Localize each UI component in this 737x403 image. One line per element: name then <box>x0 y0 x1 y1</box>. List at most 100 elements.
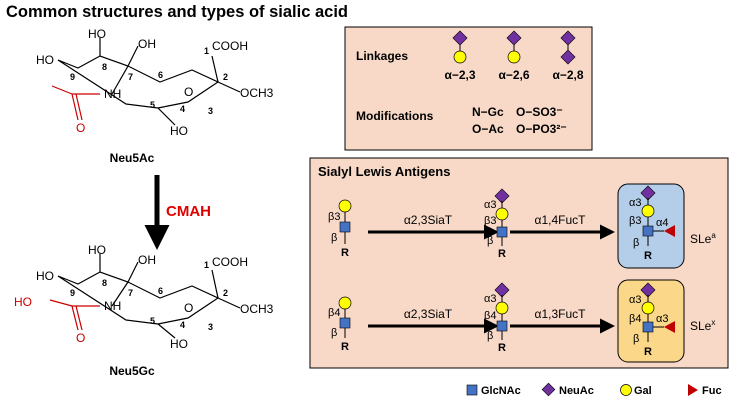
atom-number-5: 5 <box>150 100 155 110</box>
ring-o-label-gc: O <box>184 301 193 315</box>
nh-label: NH <box>104 87 121 101</box>
neuac-diamond-icon <box>494 188 510 204</box>
glcnac-square-icon <box>496 226 508 238</box>
legend-neuac: NeuAc <box>559 385 594 397</box>
linkages-panel <box>344 26 593 151</box>
neu5ac-structure <box>51 38 241 126</box>
mod-o-so3: O−SO3⁻ <box>516 105 563 119</box>
mod-o-ac: O−Ac <box>472 122 504 136</box>
page-title: Common structures and types of sialic ac… <box>6 3 349 21</box>
row1-enzyme-1: α2,3SiaT <box>404 213 453 227</box>
modifications-label: Modifications <box>356 109 434 123</box>
atom-number-6: 6 <box>158 70 163 80</box>
sle-a-label: SLea <box>690 231 716 246</box>
ho-8-label: HO <box>88 27 106 41</box>
row1-end-beta: β <box>633 237 639 249</box>
linkage-glycan-1 <box>452 30 468 64</box>
row2-end-alpha3-fuc: α3 <box>656 313 668 325</box>
oh-7-label: OH <box>138 37 156 51</box>
row1-start-r: R <box>341 247 349 259</box>
row2-mid-beta: β <box>487 330 493 342</box>
row2-start-beta4: β4 <box>328 307 340 319</box>
cooh-label-gc: COOH <box>212 255 248 269</box>
row1-end-glycan <box>640 185 675 246</box>
atom-number-8: 8 <box>102 62 107 72</box>
och3-label-gc: OCH3 <box>240 302 274 316</box>
row2-mid-beta4: β4 <box>484 310 496 322</box>
sialyl-lewis-title: Sialyl Lewis Antigens <box>318 164 450 179</box>
nh-label-gc: NH <box>104 299 121 313</box>
sle-x-label: SLex <box>690 318 715 333</box>
gal-circle-icon <box>620 384 632 396</box>
gal-circle-icon <box>495 301 509 315</box>
row2-enzyme-2: α1,3FucT <box>535 307 587 321</box>
legend-gal: Gal <box>634 385 652 397</box>
linkage-label-1: α−2,3 <box>444 68 475 82</box>
row1-mid-glycan <box>494 188 510 246</box>
legend: GlcNAc NeuAc Gal Fuc <box>466 382 722 397</box>
atom-number-5-gc: 5 <box>150 316 155 326</box>
glcnac-square-icon <box>642 321 654 333</box>
row1-start-beta3: β3 <box>328 211 340 223</box>
gal-circle-icon <box>507 50 521 64</box>
atom-number-2: 2 <box>223 72 228 82</box>
ring-o-label: O <box>184 85 193 99</box>
sle-x-box <box>617 279 685 363</box>
fuc-triangle-icon <box>688 384 698 396</box>
atom-number-4-gc: 4 <box>180 320 185 330</box>
glcnac-square-icon <box>496 320 508 332</box>
row2-start-beta: β <box>331 327 337 339</box>
mod-n-gc: N−Gc <box>472 105 504 119</box>
och3-label: OCH3 <box>240 86 274 100</box>
carbonyl-o-label: O <box>76 121 85 135</box>
row1-mid-r: R <box>498 248 506 260</box>
row1-end-alpha3: α3 <box>629 197 641 209</box>
row2-start-r: R <box>341 341 349 353</box>
row2-end-alpha3: α3 <box>629 294 641 306</box>
neuac-diamond-icon <box>541 382 556 397</box>
row1-end-r: R <box>644 250 652 262</box>
legend-glcnac: GlcNAc <box>481 385 521 397</box>
atom-number-7: 7 <box>128 72 133 82</box>
atom-number-1: 1 <box>204 46 209 56</box>
fuc-triangle-icon <box>664 321 675 333</box>
atom-number-9: 9 <box>70 72 75 82</box>
atom-number-3-gc: 3 <box>208 322 213 332</box>
neu5gc-name: Neu5Gc <box>109 364 155 378</box>
row1-end-beta3: β3 <box>629 215 641 227</box>
ho-8-label-gc: HO <box>88 243 106 257</box>
linkage-label-2: α−2,6 <box>498 68 529 82</box>
row2-start-glycan <box>338 296 352 338</box>
linkage-label-3: α−2,8 <box>552 68 583 82</box>
glcnac-square-icon <box>339 317 351 329</box>
row1-start-beta: β <box>331 232 337 244</box>
cmah-label: CMAH <box>166 203 211 220</box>
row2-end-glycan <box>640 282 675 342</box>
gc-ho-label: HO <box>14 295 32 309</box>
neuac-diamond-icon <box>506 30 522 46</box>
row1-mid-beta: β <box>487 235 493 247</box>
row1-end-alpha4: α4 <box>656 217 668 229</box>
row2-enzyme-1: α2,3SiaT <box>404 307 453 321</box>
gal-circle-icon <box>641 301 655 315</box>
atom-number-1-gc: 1 <box>204 260 209 270</box>
cooh-label: COOH <box>212 39 248 53</box>
gal-circle-icon <box>495 207 509 221</box>
atom-number-2-gc: 2 <box>223 288 228 298</box>
ho-4-label: HO <box>170 124 188 138</box>
row1-start-glycan <box>338 199 352 244</box>
row2-end-r: R <box>644 346 652 358</box>
linkage-glycan-2 <box>506 30 522 64</box>
ho-9-label-gc: HO <box>36 269 54 283</box>
neuac-diamond-icon <box>494 282 510 298</box>
neu5ac-name: Neu5Ac <box>110 151 155 165</box>
neuac-diamond-icon <box>560 30 576 46</box>
neuac-diamond-icon <box>452 30 468 46</box>
atom-number-9-gc: 9 <box>70 288 75 298</box>
carbonyl-o-label-gc: O <box>76 331 85 345</box>
atom-number-8-gc: 8 <box>102 278 107 288</box>
gal-circle-icon <box>641 204 655 218</box>
row1-mid-alpha3: α3 <box>484 199 496 211</box>
glcnac-square-icon <box>339 221 351 233</box>
row1-mid-beta3: β3 <box>484 215 496 227</box>
